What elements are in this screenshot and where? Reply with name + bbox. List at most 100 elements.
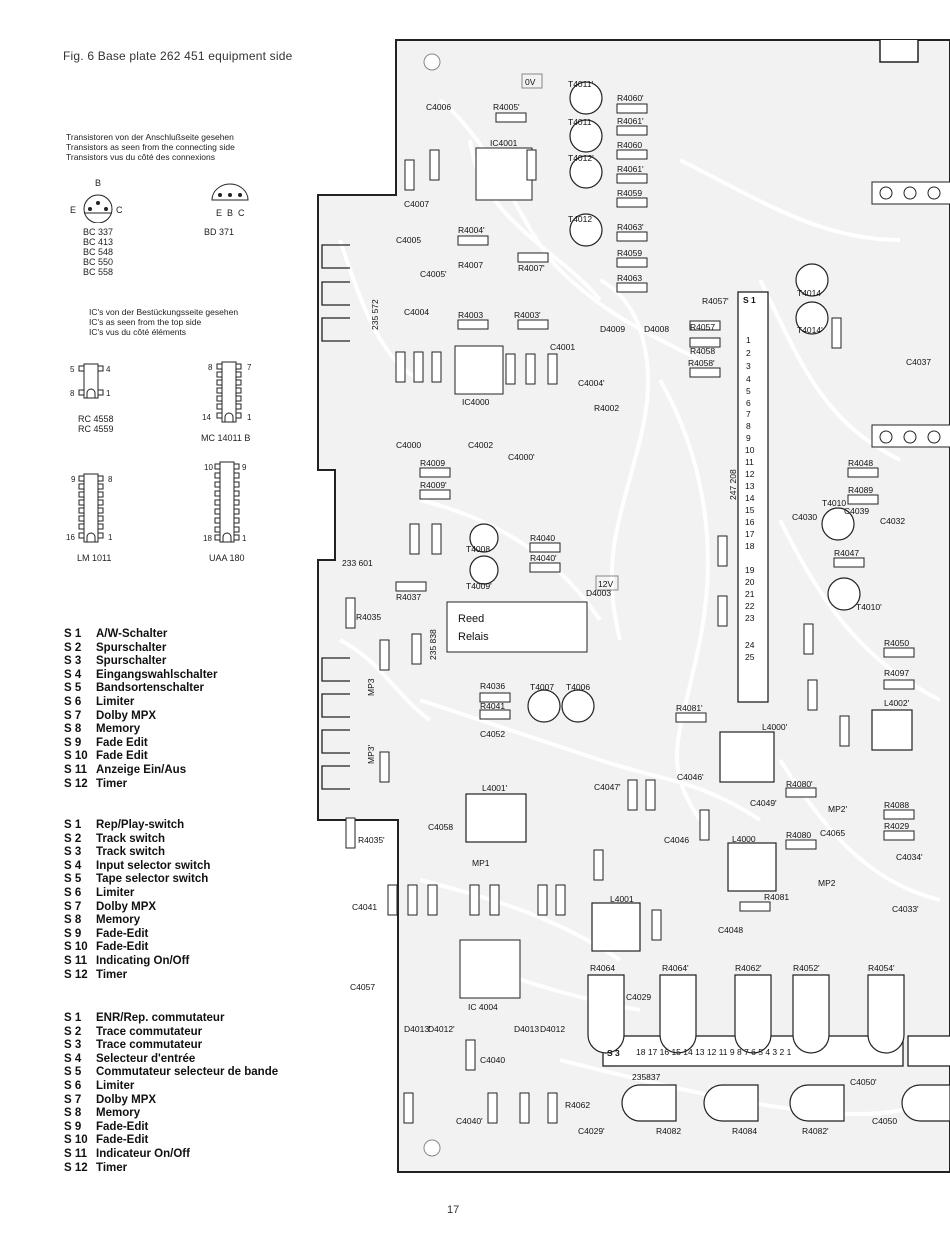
pcb-text: D4012'	[428, 1024, 455, 1034]
connector-pin: 14	[745, 493, 755, 503]
dip18-package-icon: 10 9 18 1	[203, 461, 247, 543]
ic-pin: 8	[208, 363, 213, 372]
transistor-label: T4012'	[568, 153, 594, 163]
pcb-text: 235837	[632, 1072, 661, 1082]
pcb-text: R4057	[690, 322, 715, 332]
ic-package-name: RC 4558 RC 4559	[78, 414, 114, 434]
pcb-text: R4009	[420, 458, 445, 468]
transistor-note-en: Transistors as seen from the connecting …	[66, 142, 235, 152]
pcb-text: 0V	[525, 77, 536, 87]
ic-pin: 1	[242, 534, 247, 543]
to92-pin-e: E	[70, 205, 76, 215]
to92-package-icon: B E C	[70, 178, 123, 223]
transistor-label: T4010'	[856, 602, 882, 612]
pcb-text: R4007'	[518, 263, 545, 273]
connector-pin: 12	[745, 469, 755, 479]
ic-package-name: MC 14011 B	[201, 433, 251, 443]
pcb-text: C4046'	[677, 772, 704, 782]
pcb-text: 235 572	[370, 299, 380, 330]
ic-pin: 1	[108, 533, 113, 542]
transistor-label: T4006	[566, 682, 590, 692]
dip14-package-icon: 8 7 14 1	[202, 361, 252, 423]
pcb-text: C4033'	[892, 904, 919, 914]
connector-pin: 15	[745, 505, 755, 515]
connector-pin: 17	[745, 529, 755, 539]
pcb-text: D4009	[600, 324, 625, 334]
pcb-text: R4080	[786, 830, 811, 840]
dip16-package-icon: 9 8 16 1	[66, 473, 113, 543]
pcb-text: D4008	[644, 324, 669, 334]
pcb-text: L4002'	[884, 698, 910, 708]
ic-pin: 9	[242, 463, 247, 472]
pcb-text: 233 601	[342, 558, 373, 568]
pcb-text: D4012	[540, 1024, 565, 1034]
pcb-text: R4009'	[420, 480, 447, 490]
pcb-text: R4002	[594, 403, 619, 413]
pcb-text: R4060	[617, 140, 642, 150]
pcb-text: C4046	[664, 835, 689, 845]
pcb-text: R4004'	[458, 225, 485, 235]
to126-pin-c: C	[238, 208, 245, 218]
pcb-text: R4082	[656, 1126, 681, 1136]
to126-type: BD 371	[204, 227, 235, 237]
pcb-text: R4054'	[868, 963, 895, 973]
pcb-text: R4060'	[617, 93, 644, 103]
relay-label: Relais	[458, 631, 489, 643]
pcb-text: C4040	[480, 1055, 505, 1065]
pcb-text: R4048	[848, 458, 873, 468]
pcb-text: R4061'	[617, 116, 644, 126]
page-number: 17	[447, 1204, 460, 1216]
pcb-text: C4057	[350, 982, 375, 992]
connector-pin: 6	[746, 398, 751, 408]
pcb-text: R4084	[732, 1126, 757, 1136]
pcb-text: R4062	[565, 1100, 590, 1110]
pcb-text: C4039	[844, 506, 869, 516]
connector-pin: 16	[745, 517, 755, 527]
ic-package-name: LM 1011	[77, 553, 112, 563]
pcb-text: R4057'	[702, 296, 729, 306]
ic-pin: 7	[247, 363, 252, 372]
pcb-text: D4013'	[404, 1024, 431, 1034]
pcb-text: C4005	[396, 235, 421, 245]
transistor-label: T4014	[797, 288, 821, 298]
pcb-text: R4050	[884, 638, 909, 648]
connector-pin: 18	[745, 541, 755, 551]
transistor-type: BC 558	[83, 267, 114, 277]
ic-pin: 14	[202, 413, 211, 422]
connector-pin: 21	[745, 589, 755, 599]
pcb-text: R4003'	[514, 310, 541, 320]
pcb-text: R4064'	[662, 963, 689, 973]
ic-note-fr: IC's vus du côté éléments	[89, 327, 187, 337]
connector-pin: 4	[746, 374, 751, 384]
connector-pin: 7	[746, 409, 751, 419]
ic-label: IC4001	[490, 138, 518, 148]
connector-pin: 9	[746, 433, 751, 443]
pcb-text: R4062'	[735, 963, 762, 973]
pcb-text: C4005'	[420, 269, 447, 279]
pcb-text: L4001'	[482, 783, 508, 793]
pcb-text: C4047'	[594, 782, 621, 792]
pcb-text: C4029	[626, 992, 651, 1002]
connector-pin: 3	[746, 361, 751, 371]
pcb-text: R4080'	[786, 779, 813, 789]
transistor-label: T4009'	[466, 581, 492, 591]
pcb-text: C4065	[820, 828, 845, 838]
pcb-text: 235 838	[428, 629, 438, 660]
